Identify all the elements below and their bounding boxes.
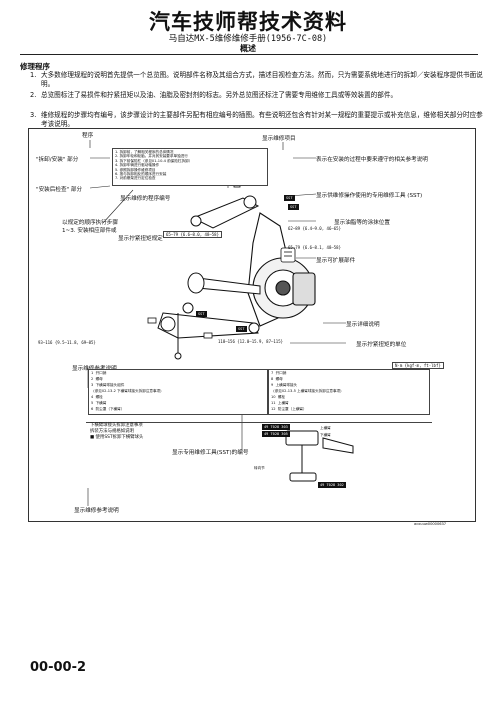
callout-order-line1: 以规定的顺序执行步骤 bbox=[62, 220, 118, 226]
table-row: 11 上横臂 bbox=[271, 401, 289, 405]
table-row: 12 防尘罩（上横臂） bbox=[271, 407, 307, 411]
parts-table-left: 1 开口销 2 螺母 3 下横臂球接头组件 (参见02-13-2 下横臂球接头拆… bbox=[88, 369, 268, 415]
suspension-illustration bbox=[87, 140, 354, 506]
callout-show-items: 显示维修项目 bbox=[262, 136, 296, 142]
note-area bbox=[86, 422, 432, 495]
table-row: 2 螺母 bbox=[91, 377, 103, 381]
torque-spec-d: 93—116 {9.5—11.8, 69—85} bbox=[38, 340, 96, 345]
callout-ref-desc-2: 显示维修参考说明 bbox=[74, 508, 119, 514]
sst-side-upper: 上横臂 bbox=[320, 426, 331, 430]
procedure-box-line: 1. 拆卸前，了解相关程序的总体情况 bbox=[115, 150, 174, 154]
callout-expand-parts: 显示可扩展部件 bbox=[316, 258, 356, 264]
sst-tag: SST bbox=[284, 195, 295, 201]
table-row: 6 防尘罩（下横臂） bbox=[91, 407, 125, 411]
page-number: 00-00-2 bbox=[30, 660, 87, 675]
sst-side-lower: 下横臂 bbox=[320, 433, 331, 437]
torque-spec-e: 118—156 {12.0—15.9, 87—115} bbox=[218, 339, 284, 344]
procedure-item-3: 3. 维修规程的步骤均有编号，该步骤设计的主要部件另配有相应编号的插图。有些说明… bbox=[30, 111, 483, 128]
note-line-2: 拆装方法与规格如说明 bbox=[90, 429, 134, 434]
torque-spec-a: 65—79 {6.6—8.0, 48—58} bbox=[163, 231, 222, 238]
sst-tag: SST bbox=[236, 326, 247, 332]
sst-tag: SST bbox=[288, 204, 299, 210]
procedure-box-line: 4. 拆卸车辆进行驱动轴操作 bbox=[115, 163, 160, 168]
callout-sst-number: 显示专用维修工具(SST)的编号 bbox=[172, 450, 249, 456]
procedure-item-2: 2. 总览图标注了易损件和拧紧扭矩以及油、油脂及密封剂的标志。另外总览图还标注了… bbox=[30, 91, 398, 99]
table-row: 1 开口销 bbox=[91, 371, 107, 375]
table-row: (参见02-13-2 下横臂球接头拆卸注意事项) bbox=[93, 389, 162, 393]
sst-side-knuckle: 转向节 bbox=[254, 466, 265, 470]
table-row: (参见02-13-5 上横臂球接头拆卸注意事项) bbox=[273, 389, 342, 393]
procedure-box-line: 6. 按与拆卸相反的顺序进行安装 bbox=[115, 172, 167, 177]
note-line-3: ■ 使用SST拆卸下横臂球头 bbox=[90, 435, 144, 440]
sst-code-tag: 49 T028 305 bbox=[262, 431, 290, 437]
section-title: 概述 bbox=[240, 44, 256, 53]
procedure-box-line: 2. 拆卸车轮和轮胎。并对其安装要求单独进行 bbox=[115, 154, 188, 159]
header-rule bbox=[20, 54, 478, 55]
callout-show-procedure-num: 显示维修的程序编号 bbox=[120, 196, 171, 202]
table-row: 7 开口销 bbox=[271, 371, 287, 375]
sst-code-tag: 49 T028 302 bbox=[318, 482, 346, 488]
torque-spec-c: 65—79 {6.6—8.1, 48—58} bbox=[288, 245, 341, 250]
parts-table-right: 7 开口销 8 螺母 9 上横臂球接头 (参见02-13-5 上横臂球接头拆卸注… bbox=[268, 369, 430, 415]
procedure-box: 1. 拆卸前，了解相关程序的总体情况 2. 拆卸车轮和轮胎。并对其安装要求单独进… bbox=[112, 148, 268, 186]
sst-tag: SST bbox=[196, 311, 207, 317]
table-row: 10 螺栓 bbox=[271, 395, 286, 399]
table-row: 9 上横臂球接头 bbox=[271, 383, 298, 387]
procedure-box-line: 5. 参照拆卸操作维修项目 bbox=[115, 167, 156, 172]
doc-id: acxuuw00000637 bbox=[414, 522, 447, 526]
procedure-box-line: 3. 拆下前保险杠（参见01-10-4 前保险杠拆卸） bbox=[115, 158, 193, 163]
overview-diagram-frame bbox=[28, 128, 476, 522]
document-title: 汽车技师帮技术资料 bbox=[149, 10, 347, 34]
callout-ref-during-repair: 表示在安装的过程中要来遵守的相关参考说明 bbox=[316, 157, 428, 163]
callout-removal-install: "拆卸/安装" 部分 bbox=[36, 157, 79, 163]
callout-torque-unit: 显示拧紧扭矩的单位 bbox=[356, 342, 407, 348]
note-line-1: 下横臂球接头拆卸注意事项 bbox=[90, 423, 143, 428]
repair-procedure-heading: 修理程序 bbox=[20, 62, 50, 71]
sst-code-tag: 49 T028 303 bbox=[262, 424, 290, 430]
procedure-item-1: 1. 大多数修理规程的说明首先提供一个总览图。说明部件名称及其组合方式，描述目视… bbox=[30, 71, 483, 88]
callout-show-details: 显示详细说明 bbox=[346, 322, 380, 328]
table-row: 4 螺栓 bbox=[91, 395, 103, 399]
table-row: 3 下横臂球接头组件 bbox=[91, 383, 125, 387]
document-subtitle: 马自达MX-5维修维修手册(1956-7C-08) bbox=[168, 34, 328, 44]
callout-sst-supply: 显示供维修操作使用的专用维修工具 (SST) bbox=[316, 193, 423, 199]
table-row: 8 螺母 bbox=[271, 377, 283, 381]
callout-grease-position: 显示油脂等的涂抹位置 bbox=[334, 220, 390, 226]
procedure-box-line: 7. 对前悬架进行定位检查 bbox=[115, 176, 156, 181]
torque-unit-box: N·m {kgf·m, ft·lbf} bbox=[392, 362, 444, 369]
callout-order-line2: 1~3. 安装相应部件或 bbox=[62, 228, 117, 234]
callout-post-install-check: "安装后检查" 部分 bbox=[36, 187, 83, 193]
torque-spec-b: 62—89 {6.4—9.0, 46—65} bbox=[288, 226, 341, 231]
table-row: 5 下横臂 bbox=[91, 401, 107, 405]
callout-procedure: 程序 bbox=[82, 133, 94, 139]
callout-torque-spec: 显示拧紧扭矩规定 bbox=[118, 236, 163, 242]
